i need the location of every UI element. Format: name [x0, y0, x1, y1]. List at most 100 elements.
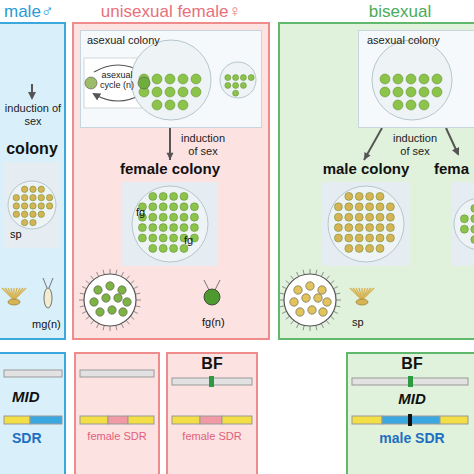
colony-cell	[21, 194, 27, 200]
photo-box: asexual colony	[358, 30, 474, 128]
colony-cell	[419, 87, 429, 97]
panel-fill	[166, 352, 258, 474]
colony-cell	[152, 87, 162, 97]
panel-fill	[0, 352, 66, 474]
colony-cell	[149, 213, 157, 221]
sperm	[5, 288, 14, 300]
genome-box: female SDR	[74, 352, 160, 474]
flagellum	[97, 272, 99, 277]
photo-box	[358, 30, 474, 128]
colony-drawing	[284, 274, 336, 326]
colony-cell	[345, 244, 353, 252]
colony-cell	[460, 215, 468, 223]
colony-cell	[159, 244, 167, 252]
label: fg(n)	[202, 316, 242, 329]
flagellum	[82, 311, 87, 313]
colony-cell	[366, 192, 374, 200]
flagellum	[116, 325, 117, 330]
colony-cell	[240, 82, 246, 88]
flagellum	[335, 306, 340, 307]
panel: unisexual female♀asexual colonyasexual c…	[72, 22, 270, 340]
colony-cell	[345, 203, 353, 211]
genome-box: BFfemale SDR	[166, 352, 258, 474]
drawing-cell	[319, 308, 327, 316]
colony-cell	[471, 204, 474, 212]
colony-cell	[376, 244, 384, 252]
colony-photo: female colony	[112, 160, 228, 268]
bf-mark	[408, 376, 413, 387]
colony-drawing	[84, 274, 136, 326]
drawing-cell	[308, 306, 316, 314]
flagellum	[280, 293, 285, 294]
flagellum	[136, 300, 141, 301]
sperm	[14, 288, 26, 300]
colony-cell	[159, 224, 167, 232]
colony-cell	[180, 203, 188, 211]
drawing-cell	[290, 298, 298, 306]
flagellum	[286, 281, 290, 284]
flagellum	[135, 306, 140, 307]
label: fg	[136, 206, 156, 219]
colony-sphere	[220, 62, 256, 98]
colony-sphere	[372, 40, 452, 120]
colony-cell	[345, 213, 353, 221]
connector-line	[364, 128, 382, 160]
connector	[364, 128, 382, 160]
node-text: asexual colony	[367, 34, 467, 47]
flagellum	[326, 276, 329, 280]
colony-cell	[376, 203, 384, 211]
colony-cell	[149, 192, 157, 200]
colony-cell	[180, 213, 188, 221]
drawing-cell	[114, 294, 122, 302]
colony-sphere	[454, 198, 474, 250]
flagellum	[297, 323, 299, 328]
colony-cell	[21, 186, 27, 192]
node-text: unisexual female♀	[74, 2, 268, 22]
colony-cell	[21, 211, 27, 217]
colony-cell	[393, 87, 403, 97]
colony-cell	[432, 87, 442, 97]
colony-cell	[191, 87, 201, 97]
colony-cell	[334, 224, 342, 232]
colony-sphere	[131, 40, 211, 120]
photo-box	[4, 162, 60, 248]
flagellum	[282, 311, 287, 313]
colony-cell	[170, 213, 178, 221]
label: mg(n)	[32, 318, 64, 331]
sperm	[359, 288, 362, 300]
flagellum	[110, 269, 111, 274]
chromosome-bar	[200, 416, 222, 424]
colony-cell	[159, 203, 167, 211]
flagellum	[91, 276, 94, 280]
mini-colony	[138, 77, 150, 89]
chromosome-bar	[4, 416, 30, 424]
sperm	[356, 288, 362, 300]
panel-fill	[74, 352, 160, 474]
colony-cell	[345, 224, 353, 232]
colony-cell	[471, 215, 474, 223]
colony-cell	[233, 75, 239, 81]
sperm-bundle	[8, 299, 20, 305]
arrowhead	[167, 153, 174, 160]
flagellum	[97, 323, 99, 328]
drawing-cell	[294, 286, 302, 294]
flagellum	[86, 281, 90, 284]
node-text: MID	[348, 390, 474, 407]
drawing-cell	[106, 282, 114, 290]
colony-cell	[366, 244, 374, 252]
colony-cell	[170, 192, 178, 200]
flagellum	[80, 306, 85, 307]
colony-cell	[13, 211, 19, 217]
colony-cell	[393, 100, 403, 110]
colony-cell	[406, 74, 416, 84]
flagellum	[49, 278, 53, 288]
flagellum	[130, 316, 134, 319]
colony-cell	[419, 74, 429, 84]
flagellum	[291, 276, 294, 280]
flagellum	[80, 293, 85, 294]
node-text: female SDR	[168, 430, 256, 443]
node-text: male SDR	[348, 430, 474, 446]
cycle-inset: asexual cycle (n)	[84, 58, 150, 108]
colony-cell	[149, 244, 157, 252]
label: fg	[184, 234, 204, 247]
